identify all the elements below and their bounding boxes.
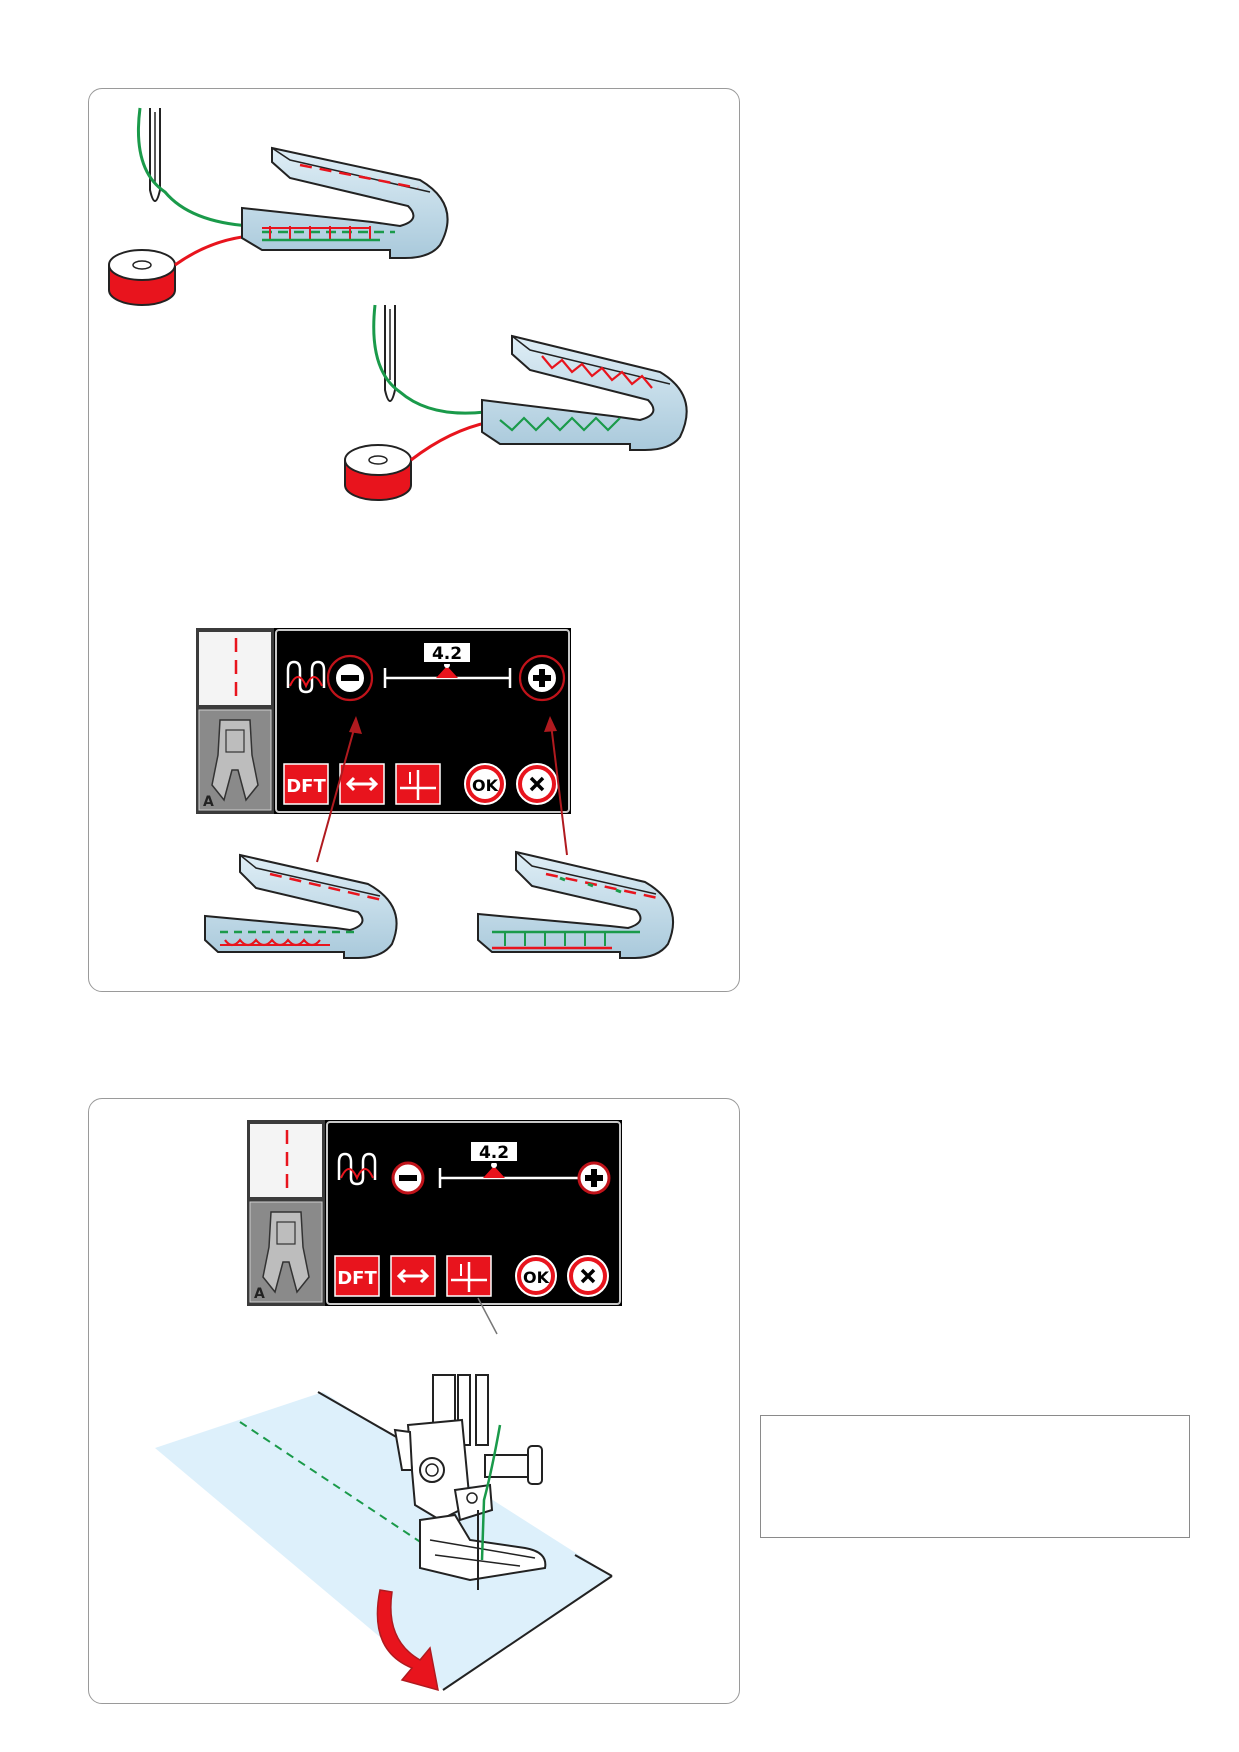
tension-icon <box>337 1152 377 1186</box>
arrow-minus <box>316 716 362 863</box>
arrow-plus <box>544 716 568 856</box>
svg-text:A: A <box>254 1286 265 1302</box>
minus-button[interactable] <box>326 654 374 702</box>
tension-slider[interactable] <box>438 1140 588 1188</box>
turn-arrow-icon <box>376 1589 439 1692</box>
ok-button[interactable] <box>464 763 506 805</box>
note-box <box>760 1415 1190 1538</box>
needle-icon <box>384 305 396 402</box>
leader-line <box>477 1297 498 1335</box>
presser-foot-icon <box>393 1374 547 1590</box>
swap-button[interactable] <box>390 1255 436 1297</box>
folded-fabric-balanced <box>241 146 449 259</box>
tension-slider[interactable] <box>383 641 512 688</box>
tension-value-box <box>422 641 472 664</box>
folded-fabric-loose <box>204 853 398 959</box>
default-button[interactable] <box>283 763 329 805</box>
needle-thread <box>372 304 506 415</box>
svg-text:A: A <box>203 794 214 810</box>
plus-button[interactable] <box>518 654 566 702</box>
ok-button[interactable] <box>515 1255 557 1297</box>
reference-button[interactable] <box>446 1255 492 1297</box>
cancel-button[interactable] <box>516 763 558 805</box>
plus-button[interactable] <box>577 1161 611 1195</box>
default-button-label: DFT <box>286 776 326 797</box>
default-button-label: DFT <box>337 1268 377 1289</box>
folded-fabric-zigzag <box>481 334 688 451</box>
tension-screen-bottom: A <box>247 1120 622 1306</box>
bobbin-icon <box>108 249 176 306</box>
ok-button-label: OK <box>472 776 499 795</box>
ok-button-label: OK <box>523 1268 550 1287</box>
tension-value: 4.2 <box>432 644 462 664</box>
cancel-button[interactable] <box>567 1255 609 1297</box>
default-button[interactable] <box>334 1255 380 1297</box>
bobbin-icon <box>344 444 412 501</box>
minus-button[interactable] <box>391 1161 425 1195</box>
swap-button[interactable] <box>339 763 385 805</box>
tension-icon <box>286 660 326 694</box>
tension-icon-accent <box>340 1168 374 1181</box>
tension-value: 4.2 <box>479 1143 509 1163</box>
needle-thread <box>136 107 275 228</box>
folded-fabric-tight <box>477 850 675 959</box>
tension-value-box <box>469 1140 519 1163</box>
reference-button[interactable] <box>395 763 441 805</box>
tension-icon-accent <box>289 676 323 689</box>
fabric-sheet <box>155 1391 613 1691</box>
